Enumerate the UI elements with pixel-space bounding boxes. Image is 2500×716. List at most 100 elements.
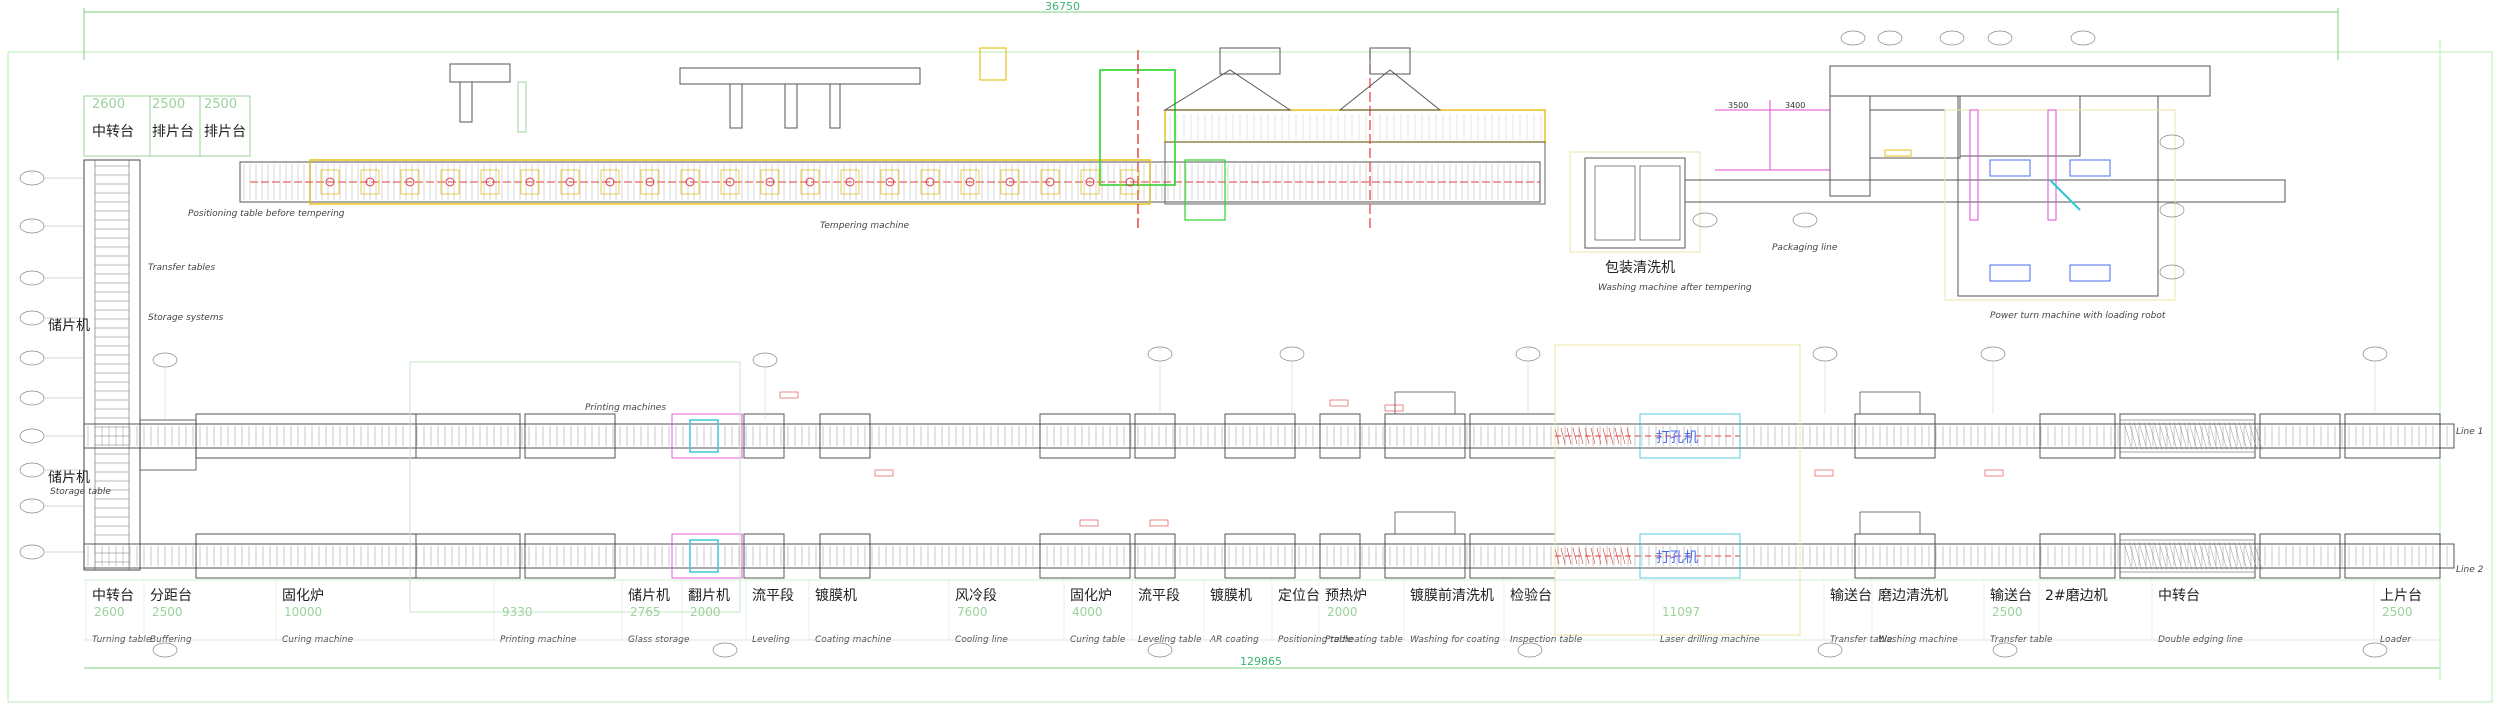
reference-circle: [1515, 346, 1541, 362]
bottom-machine-name: 中转台: [2158, 588, 2200, 604]
edging-hatch: [2233, 541, 2243, 571]
machine-block: [1319, 533, 1361, 579]
reference-circle: [1980, 346, 2006, 362]
edging-hatch: [2208, 421, 2218, 451]
washing-top-box: [1394, 391, 1456, 415]
machine-block: [2344, 413, 2441, 459]
station-frame: [800, 169, 820, 195]
magenta-dim-2: 3400: [1785, 101, 1805, 110]
note-box: [779, 391, 799, 399]
edging-hatch: [2128, 421, 2138, 451]
reference-circle: [2362, 346, 2388, 362]
left-vertical-conveyor: [83, 159, 197, 571]
top-right-reference-circles: [1692, 30, 2185, 280]
bottom-machine-name: 流平段: [752, 588, 794, 604]
bottom-machine-name: 风冷段: [955, 588, 997, 604]
machine-block: [819, 413, 871, 459]
flip-machine-core: [689, 419, 719, 453]
bottom-machine-dimension: 2500: [152, 605, 183, 619]
bottom-machine-name: 流平段: [1138, 588, 1180, 604]
reference-circle: [1692, 212, 1718, 228]
printing-zone: [409, 361, 741, 613]
edging-hatch: [2198, 541, 2208, 571]
laser-box-2: [1639, 533, 1741, 579]
edging-hatch: [2168, 541, 2178, 571]
machine-block: [671, 533, 743, 579]
power-turn-label: Power turn machine with loading robot: [1990, 311, 2166, 321]
edging-hatch: [2193, 421, 2203, 451]
edging-hatch: [2218, 541, 2228, 571]
machine-block: [743, 413, 785, 459]
bottom-machine-name: 镀膜机: [815, 587, 857, 604]
edging-hatch: [2238, 541, 2248, 571]
edging-zone: [2119, 539, 2256, 573]
edging-hatch: [2198, 421, 2208, 451]
reference-circle: [1147, 642, 1173, 658]
note-box: [1814, 469, 1834, 477]
laser-label-line1: 打孔机: [1656, 429, 1698, 446]
reference-circle: [19, 350, 45, 366]
edging-hatch: [2183, 541, 2193, 571]
magenta-dim-1: 3500: [1728, 101, 1748, 110]
laser-hatch: [1620, 427, 1626, 445]
bottom-machine-dimension: 2500: [1992, 605, 2023, 619]
reference-circle: [19, 170, 45, 186]
edging-hatch: [2218, 421, 2228, 451]
edging-hatch: [2203, 421, 2213, 451]
edging-hatch: [2143, 541, 2153, 571]
edging-zone: [2119, 419, 2256, 453]
machine-block: [2259, 533, 2341, 579]
packaging-area: [1715, 65, 2211, 301]
machine-block: [1134, 533, 1176, 579]
edging-hatch: [2208, 541, 2218, 571]
bottom-machine-name: 定位台: [1278, 588, 1320, 604]
machine-block: [409, 533, 521, 579]
bottom-machine-name: 镀膜机: [1210, 587, 1252, 604]
edging-hatch: [2223, 421, 2233, 451]
machine-block: [819, 533, 871, 579]
station-frame: [440, 169, 460, 195]
machine-block: [1319, 413, 1361, 459]
left-side-small-label: Storage table: [50, 487, 111, 497]
bottom-machine-name: 磨边清洗机: [1878, 588, 1948, 604]
reference-circle: [19, 218, 45, 234]
machine-block: [524, 533, 616, 579]
edging-hatch: [2228, 421, 2238, 451]
left-machine-3-cn: 排片台: [204, 124, 246, 140]
bottom-machine-dimension: 2500: [2382, 605, 2413, 619]
washing-after-tempering-en: Washing machine after tempering: [1598, 283, 1752, 293]
station-frame: [520, 169, 540, 195]
machine-block: [2344, 533, 2441, 579]
bottom-machine-dimension: 2000: [690, 605, 721, 619]
machine-block: [1224, 533, 1296, 579]
reference-circle: [1939, 30, 1965, 46]
tempering-rollers: [243, 114, 1542, 200]
edging-hatch: [2248, 541, 2258, 571]
edging-hatch: [2138, 541, 2148, 571]
station-frame: [1040, 169, 1060, 195]
edging-hatch: [2158, 421, 2168, 451]
bottom-machine-dimension: 2000: [1327, 605, 1358, 619]
left-machine-2-cn: 排片台: [152, 124, 194, 140]
bottom-machine-name: 2#磨边机: [2045, 588, 2108, 604]
bottom-machine-name: 输送台: [1830, 588, 1872, 604]
reference-circle: [2362, 642, 2388, 658]
machine-block: [195, 533, 417, 579]
reference-circle: [1517, 642, 1543, 658]
laser-label-line2: 打孔机: [1656, 549, 1698, 566]
reference-circle: [19, 498, 45, 514]
note-box: [874, 469, 894, 477]
station-frame: [920, 169, 940, 195]
edging-hatch: [2183, 421, 2193, 451]
reference-circle: [2159, 134, 2185, 150]
left-top-dimensions: 2600 2500 2500 中转台 排片台 排片台: [83, 95, 251, 157]
machine-block: [1039, 413, 1131, 459]
bottom-machine-dimension: 2600: [94, 605, 125, 619]
laser-zone: [1554, 344, 1801, 636]
edging-hatch: [2123, 421, 2133, 451]
edging-hatch: [2158, 541, 2168, 571]
edging-hatch: [2233, 421, 2243, 451]
left-side-storage-label-2: 储片机: [48, 470, 90, 486]
machine-block: [1039, 533, 1131, 579]
note-box: [1079, 519, 1099, 527]
